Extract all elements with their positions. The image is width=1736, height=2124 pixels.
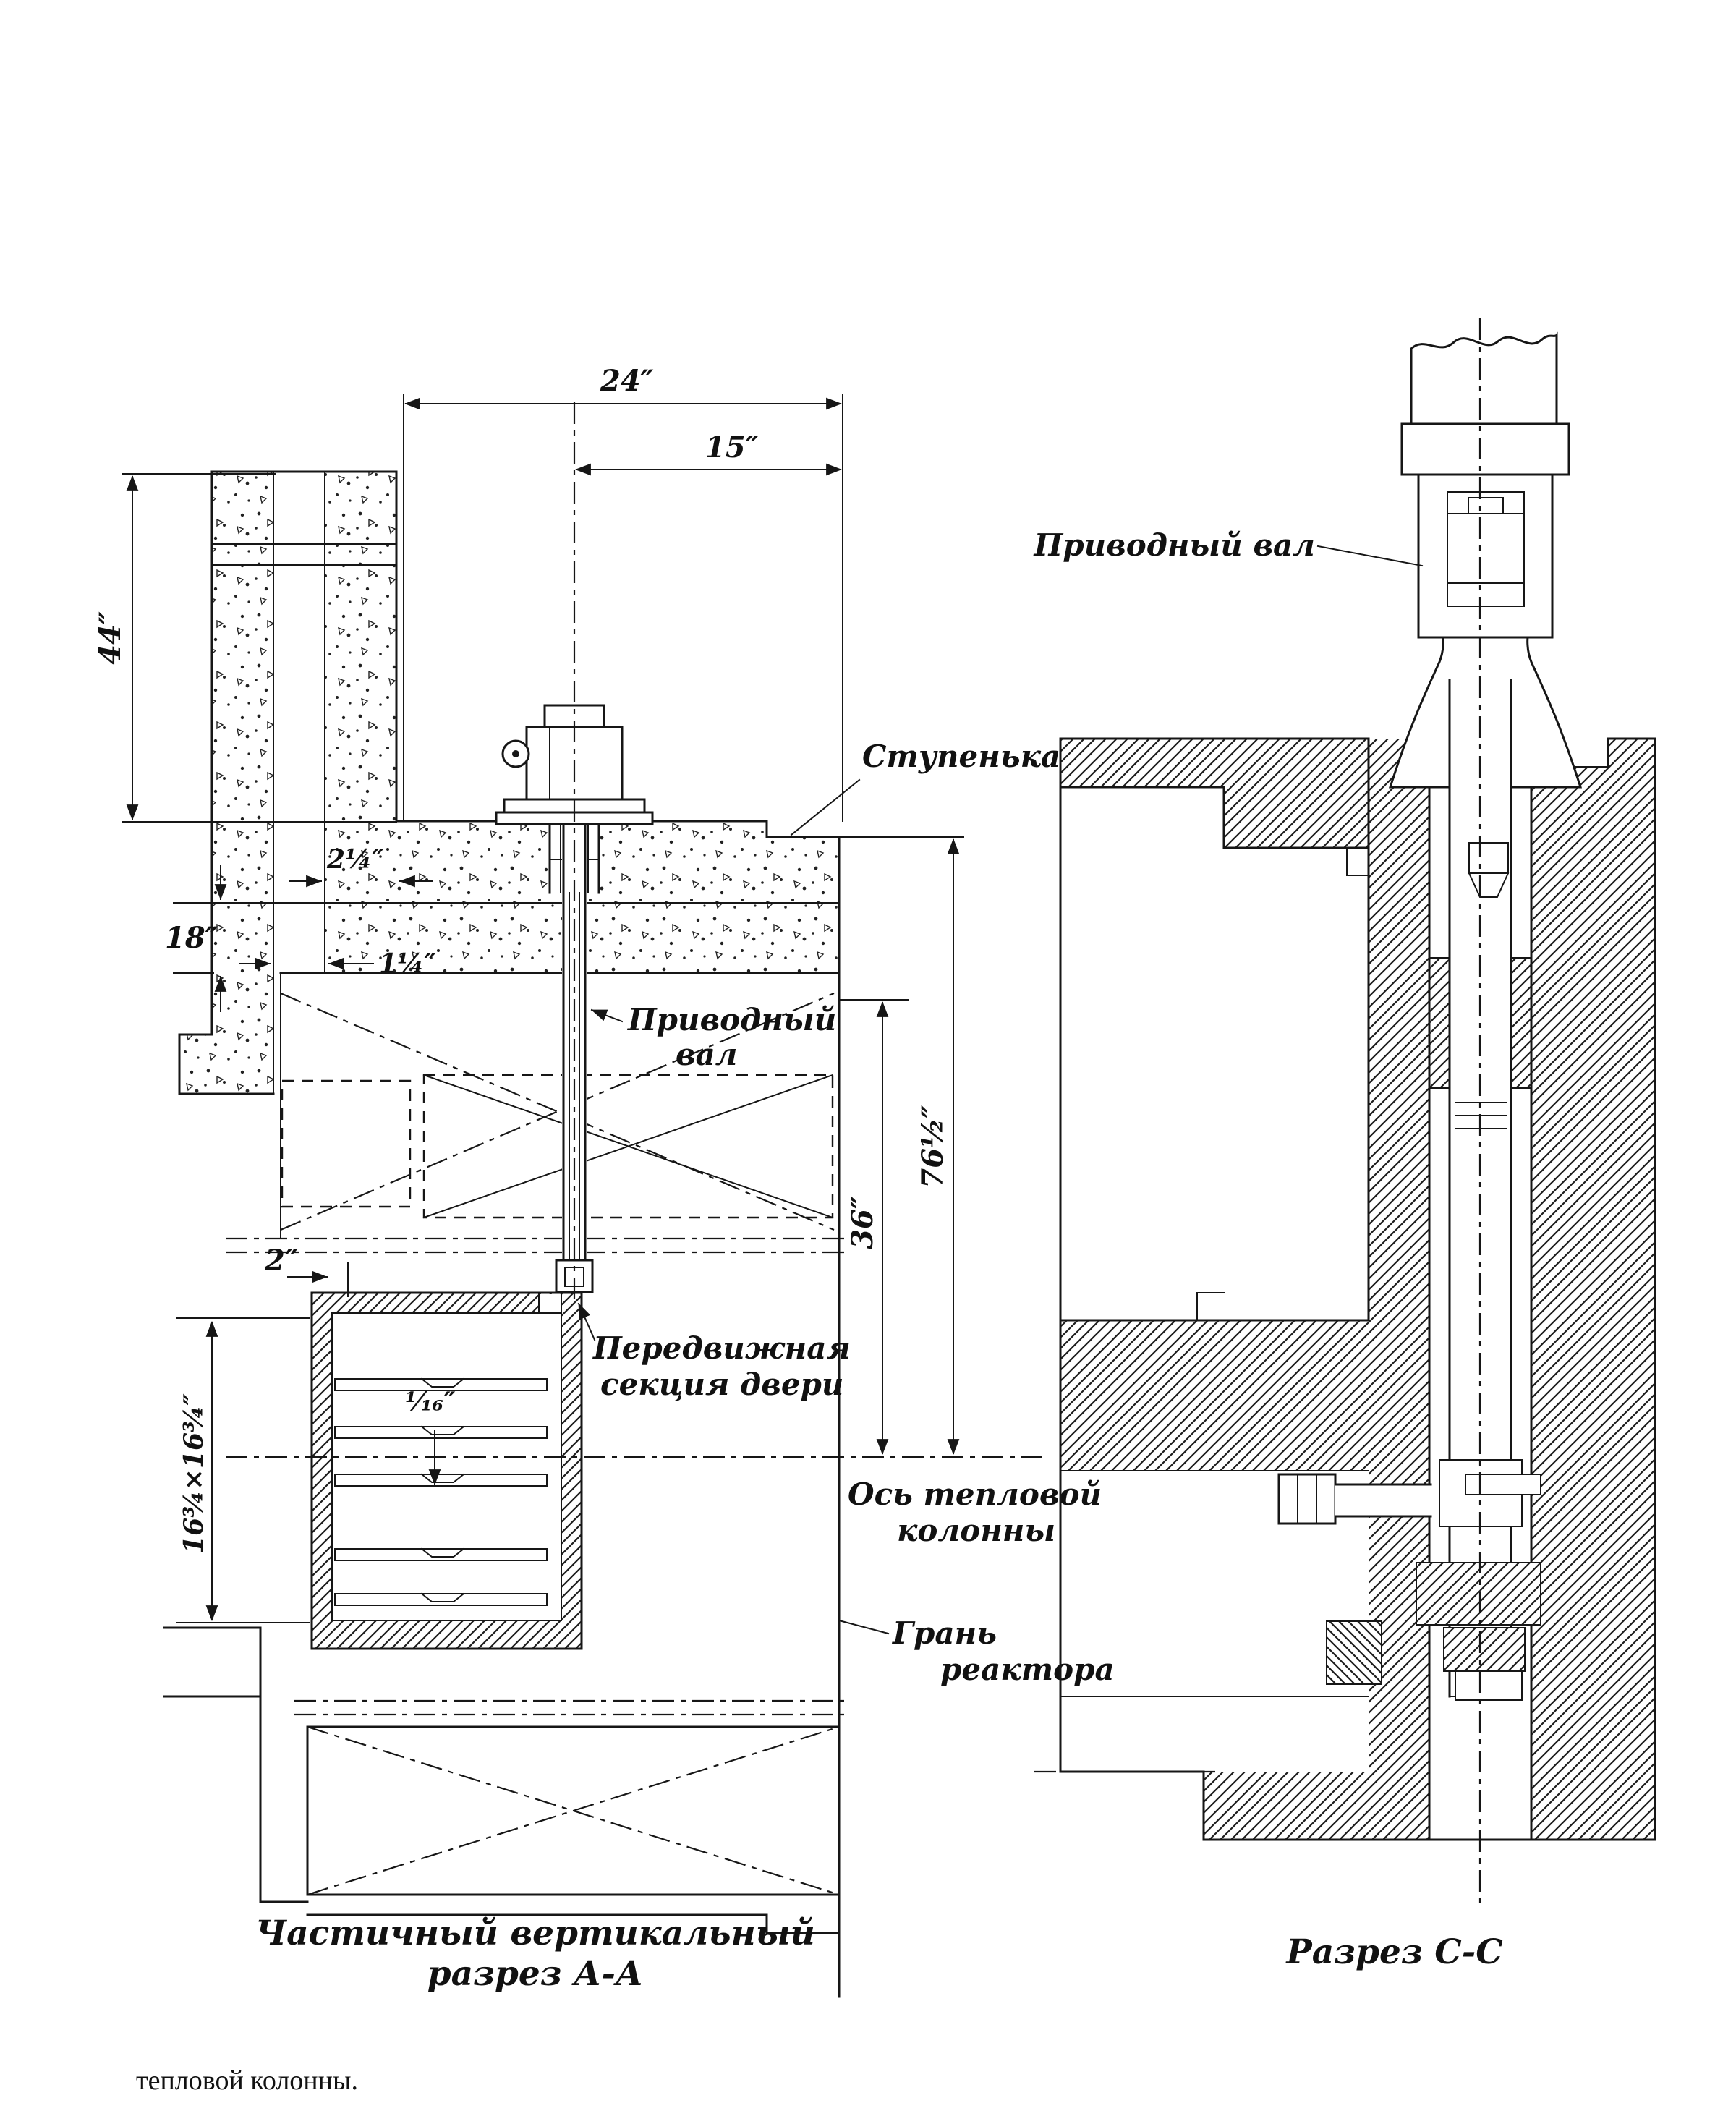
dim-44in: 44″	[93, 611, 127, 665]
label-door-line2: секция двери	[600, 1367, 843, 1402]
caption-aa-line2: разрез А-А	[427, 1954, 644, 1994]
reactor-base	[163, 1626, 844, 1934]
section-cc-drawing: Приводный вал Разрез С-С	[1034, 318, 1656, 1972]
dim-18in: 18″	[165, 921, 218, 955]
section-aa-drawing: 24″ 15″ 44″ 2¼″ 18″ 1¼″ 36″ 76½″ 2″ 16¾×…	[93, 364, 1115, 1998]
dim-76-5in: 76½″	[916, 1105, 950, 1188]
braced-frame	[226, 972, 848, 1254]
dim-door-opening: 16¾×16¾″	[179, 1393, 209, 1554]
leader-lines	[577, 778, 890, 1635]
label-drive-shaft-line2: вал	[676, 1037, 738, 1072]
label-step: Ступенька	[862, 739, 1060, 774]
movable-door-section	[310, 1291, 583, 1650]
page-bottom-caption: тепловой колонны.	[136, 2065, 358, 2096]
cc-drive-shaft-leader	[1316, 545, 1424, 567]
dim-plate-gap: ¹⁄₁₆″	[405, 1387, 455, 1417]
dim-2-25in: 2¼″	[326, 844, 384, 875]
dim-2in: 2″	[264, 1244, 298, 1278]
label-door-line1: Передвижная	[592, 1330, 851, 1366]
caption-aa-line1: Частичный вертикальный	[255, 1913, 815, 1953]
label-drive-shaft-line1: Приводный	[627, 1002, 836, 1037]
shield-block	[1059, 737, 1656, 1841]
caption-cc: Разрез С-С	[1285, 1932, 1502, 1972]
dim-1-25in: 1¼″	[379, 948, 436, 979]
dim-15in: 15″	[705, 430, 759, 464]
dim-24in: 24″	[600, 364, 654, 398]
label-axis-line1: Ось тепловой	[848, 1477, 1102, 1512]
door-plates	[334, 1377, 548, 1606]
dimension-lines	[122, 394, 960, 1623]
label-reactor-face-line1: Грань	[892, 1615, 997, 1651]
label-axis-line2: колонны	[897, 1513, 1055, 1548]
label-cc-drive-shaft: Приводный вал	[1034, 527, 1315, 563]
dim-36in: 36″	[846, 1196, 880, 1249]
label-reactor-face-line2: реактора	[940, 1652, 1115, 1687]
clamp-bolt-mechanism	[1034, 1459, 1541, 1773]
